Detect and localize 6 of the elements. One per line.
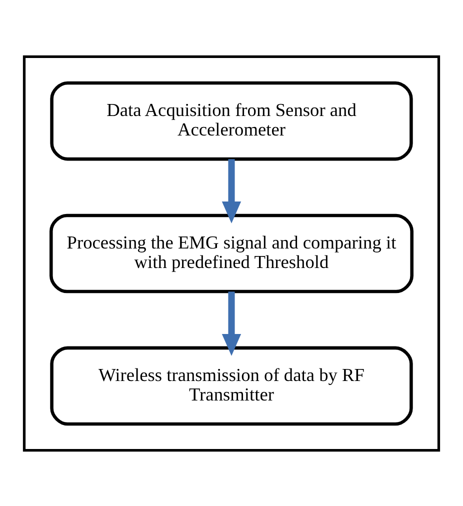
arrow [222,291,242,356]
node-box: Data Acquisition from Sensor and Accelerometer [50,80,413,160]
arrow [222,158,242,223]
node-box: Wireless transmission of data by RF Transmitter [50,346,413,426]
cluster [22,54,440,452]
node-box: Processing the EMG signal and comparing it with predefined Threshold [50,213,414,293]
